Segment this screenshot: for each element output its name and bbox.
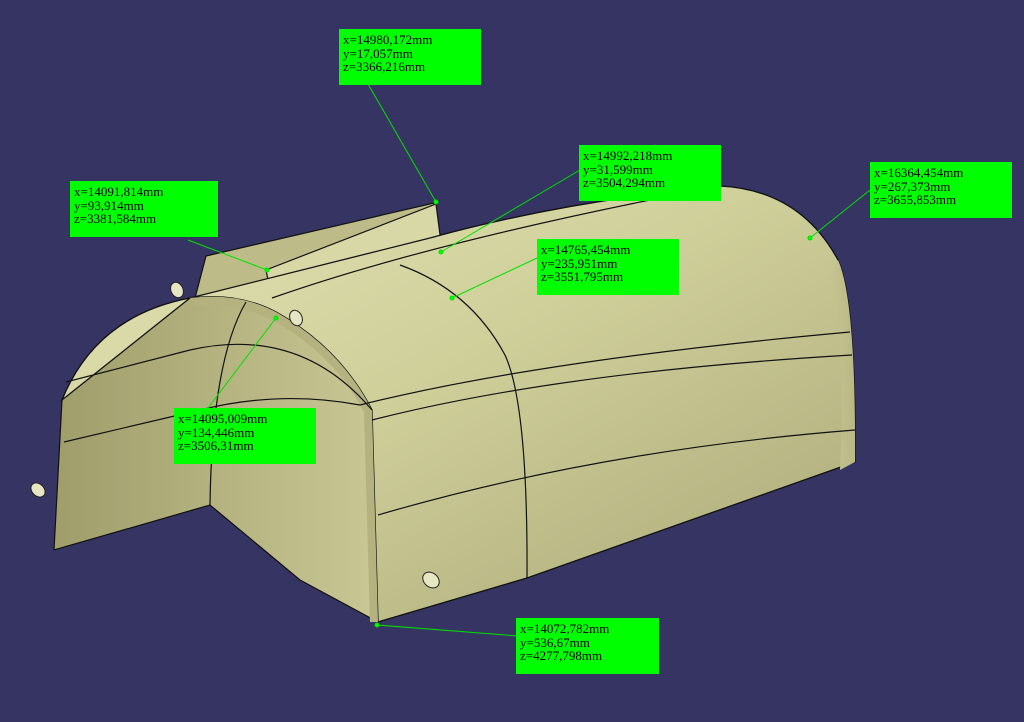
annotation-y: y=134,446mm bbox=[178, 424, 255, 440]
coordinate-annotation-1[interactable]: x=14980,172mm y=17,057mm z=3366,216mm bbox=[339, 29, 481, 85]
annotation-z: z=3381,584mm bbox=[74, 211, 157, 226]
annotation-z: z=4277,798mm bbox=[520, 648, 603, 663]
annotation-y: y=536,67mm bbox=[520, 634, 590, 650]
annotation-y: y=93,914mm bbox=[74, 197, 144, 213]
annotation-y: y=31,599mm bbox=[583, 161, 653, 177]
coordinate-annotation-2[interactable]: x=14992,218mm y=31,599mm z=3504,294mm bbox=[579, 145, 721, 201]
annotation-z: z=3504,294mm bbox=[583, 175, 666, 190]
annotation-y: y=235,951mm bbox=[541, 255, 618, 271]
annotation-x: x=14765,454mm bbox=[541, 242, 631, 257]
annotation-x: x=14072,782mm bbox=[520, 621, 610, 636]
annotation-z: z=3366,216mm bbox=[343, 59, 426, 74]
annotation-z: z=3551,795mm bbox=[541, 269, 624, 284]
annotation-x: x=14091,814mm bbox=[74, 184, 164, 199]
coordinate-annotation-6[interactable]: x=14095,009mm y=134,446mm z=3506,31mm bbox=[174, 408, 316, 464]
mounting-holes bbox=[30, 281, 440, 589]
annotation-x: x=14095,009mm bbox=[178, 411, 268, 426]
annotation-z: z=3506,31mm bbox=[178, 438, 254, 453]
shell-right-face bbox=[830, 260, 856, 470]
annotation-y: y=267,373mm bbox=[874, 178, 951, 194]
annotation-y: y=17,057mm bbox=[343, 45, 413, 61]
coordinate-annotation-3[interactable]: x=16364,454mm y=267,373mm z=3655,853mm bbox=[870, 162, 1012, 218]
annotation-z: z=3655,853mm bbox=[874, 192, 957, 207]
coordinate-annotation-5[interactable]: x=14765,454mm y=235,951mm z=3551,795mm bbox=[537, 239, 679, 295]
coordinate-annotation-4[interactable]: x=14091,814mm y=93,914mm z=3381,584mm bbox=[70, 181, 218, 237]
annotation-x: x=14980,172mm bbox=[343, 32, 433, 47]
leader-lines bbox=[187, 83, 871, 637]
annotation-x: x=14992,218mm bbox=[583, 148, 673, 163]
coordinate-annotation-7[interactable]: x=14072,782mm y=536,67mm z=4277,798mm bbox=[516, 618, 659, 674]
annotation-x: x=16364,454mm bbox=[874, 165, 964, 180]
